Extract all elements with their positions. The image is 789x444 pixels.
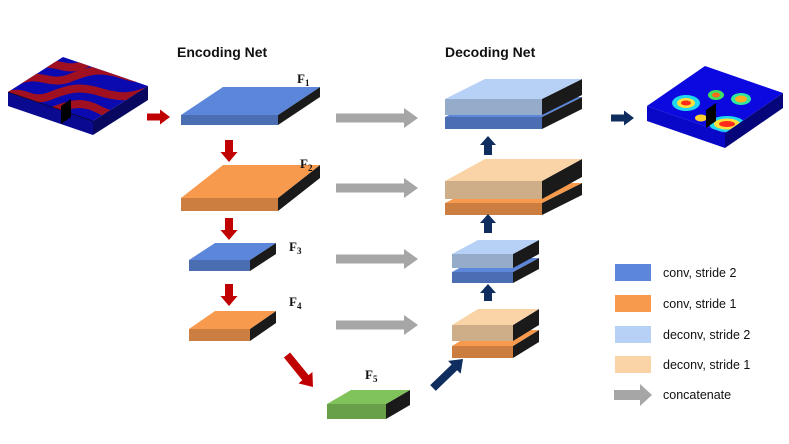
encoder-block-f3 — [189, 243, 276, 271]
encoder-down-arrow-2 — [220, 218, 238, 240]
decoder-block-f1-lower-front-face — [445, 117, 542, 129]
encoder-block-f2 — [181, 165, 320, 211]
legend-label-conv-stride1: conv, stride 1 — [663, 297, 736, 311]
encoder-down-arrow-4 — [283, 352, 313, 387]
decoder-up-arrow-2 — [480, 214, 496, 233]
legend-swatch-conv-stride2 — [615, 264, 651, 281]
encoder-block-f2-side-face — [278, 165, 320, 211]
feature-label-f5: F5 — [365, 367, 378, 384]
legend: conv, stride 2 conv, stride 1 deconv, st… — [614, 264, 750, 406]
decoder-block-f4-upper-top-face — [452, 309, 539, 325]
decoder-block-f2-lower-front-face — [445, 203, 542, 215]
encoder-block-f5-side-face — [386, 390, 410, 419]
decoder-block-f4-upper-side-face — [513, 309, 539, 341]
decoder-block-f2-upper — [445, 159, 582, 199]
decoder-block-f1-lower-side-face — [542, 97, 582, 129]
encoder-block-f2-front-face — [181, 198, 278, 211]
encoder-block-f5-top-face — [327, 390, 410, 404]
svg-text:F4: F4 — [289, 294, 302, 311]
legend-label-conv-stride2: conv, stride 2 — [663, 266, 736, 280]
decoder-block-f4-lower-side-face — [513, 330, 539, 358]
encoder-down-arrow-1 — [220, 140, 238, 162]
concat-arrow-f3 — [336, 249, 418, 269]
decoder-block-f2-upper-front-face — [445, 181, 542, 199]
concat-arrow-f1 — [336, 108, 418, 128]
bottleneck-to-decoder-arrow — [430, 359, 463, 391]
encoder-block-f5-front-face — [327, 404, 386, 419]
svg-text:F5: F5 — [365, 367, 378, 384]
svg-text:F1: F1 — [297, 71, 310, 88]
encoder-block-f1-side-face — [278, 87, 320, 125]
encoder-block-f5 — [327, 390, 410, 419]
decoder-block-f1-upper — [445, 79, 582, 115]
legend-concatenate-arrow — [614, 384, 652, 406]
encoder-block-f4-front-face — [189, 329, 250, 341]
feature-label-f2: F2 — [300, 156, 313, 173]
legend-label-deconv-stride2: deconv, stride 2 — [663, 328, 750, 342]
encoder-down-arrow-3 — [220, 284, 238, 306]
legend-swatch-deconv-stride2 — [615, 326, 651, 343]
output-field-image — [647, 66, 783, 148]
svg-text:F2: F2 — [300, 156, 313, 173]
decoder-up-arrow-1 — [480, 284, 496, 301]
decoder-block-f4-upper — [452, 309, 539, 341]
decoder-block-f3-upper-side-face — [513, 240, 539, 268]
encoder-block-f3-front-face — [189, 260, 250, 271]
encoder-block-f4-side-face — [250, 311, 276, 341]
decoder-up-arrow-3 — [480, 136, 496, 155]
decoder-block-f2-upper-top-face — [445, 159, 582, 181]
encoding-net-title: Encoding Net — [177, 44, 268, 60]
decoder-block-f4-upper-front-face — [452, 325, 513, 341]
encoder-block-f4-top-face — [189, 311, 276, 329]
decoder-block-f1-upper-front-face — [445, 99, 542, 115]
decoder-block-f3-upper — [452, 240, 539, 268]
legend-label-deconv-stride1: deconv, stride 1 — [663, 358, 750, 372]
encoder-block-f1-top-face — [181, 87, 320, 115]
decoder-block-f3-lower-front-face — [452, 272, 513, 283]
input-field-image — [7, 57, 148, 135]
encoder-block-f2-top-face — [181, 165, 320, 198]
feature-label-f1: F1 — [297, 71, 310, 88]
encoder-block-f3-top-face — [189, 243, 276, 260]
encoder-block-f3-side-face — [250, 243, 276, 271]
decoder-block-f2-lower-side-face — [542, 183, 582, 215]
decoder-block-f2-upper-side-face — [542, 159, 582, 199]
concat-arrow-f2 — [336, 178, 418, 198]
decoder-block-f3-lower-side-face — [513, 258, 539, 283]
decoder-block-f4-lower-front-face — [452, 346, 513, 358]
decoder-block-f3-upper-front-face — [452, 254, 513, 268]
legend-swatch-deconv-stride1 — [615, 356, 651, 373]
legend-label-concatenate: concatenate — [663, 388, 731, 402]
svg-text:F3: F3 — [289, 239, 302, 256]
decoder-to-output-arrow — [611, 110, 634, 126]
decoding-net-title: Decoding Net — [445, 44, 536, 60]
feature-label-f4: F4 — [289, 294, 302, 311]
decoder-block-f3-upper-top-face — [452, 240, 539, 254]
encoder-block-f4 — [189, 311, 276, 341]
concat-arrow-f4 — [336, 315, 418, 335]
feature-label-f3: F3 — [289, 239, 302, 256]
decoder-block-f1-upper-side-face — [542, 79, 582, 115]
legend-swatch-conv-stride1 — [615, 295, 651, 312]
encoder-block-f1-front-face — [181, 115, 278, 125]
decoder-block-f1-upper-top-face — [445, 79, 582, 99]
input-to-encoder-arrow — [147, 109, 170, 125]
encoder-block-f1 — [181, 87, 320, 125]
